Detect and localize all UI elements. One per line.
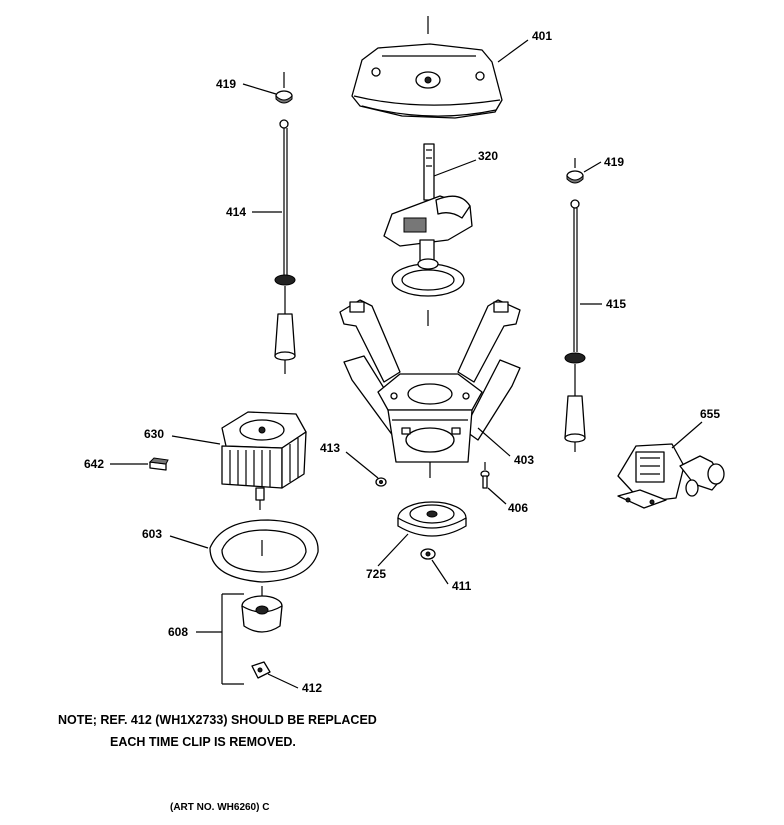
part-413-nut [375,477,387,487]
part-403-bracket [339,299,521,478]
part-630-motor [221,411,307,510]
leader-lines [110,39,703,689]
label-403: 403 [514,453,534,467]
label-725: 725 [366,567,386,581]
part-415-suspension-rod [564,199,586,452]
part-655-pump [617,443,725,509]
part-642-clip [148,457,169,471]
label-413: 413 [320,441,340,455]
part-labels: 401 419 320 414 419 415 630 642 413 403 … [84,29,720,695]
part-608-clutch [221,586,283,685]
label-414: 414 [226,205,246,219]
label-655: 655 [700,407,720,421]
replacement-note: NOTE; REF. 412 (WH1X2733) SHOULD BE REPL… [58,713,377,749]
part-419-left [275,72,293,104]
part-406-bolt [480,462,490,489]
label-419-right: 419 [604,155,624,169]
part-414-suspension-rod [274,119,296,374]
label-603: 603 [142,527,162,541]
label-412: 412 [302,681,322,695]
label-419-left: 419 [216,77,236,91]
label-415: 415 [606,297,626,311]
part-401-cover [351,16,503,119]
label-411: 411 [452,579,472,593]
label-406: 406 [508,501,528,515]
part-320-transmission [383,143,473,326]
label-630: 630 [144,427,164,441]
label-320: 320 [478,149,498,163]
note-line-1: NOTE; REF. 412 (WH1X2733) SHOULD BE REPL… [58,713,377,727]
note-line-2: EACH TIME CLIP IS REMOVED. [110,735,296,749]
label-642: 642 [84,457,104,471]
label-401: 401 [532,29,552,43]
part-725-pulley [397,501,467,537]
label-608: 608 [168,625,188,639]
art-number: (ART NO. WH6260) C [170,802,269,813]
part-411-nut [420,548,436,560]
part-419-right [566,158,584,184]
part-603-belt [209,519,319,583]
